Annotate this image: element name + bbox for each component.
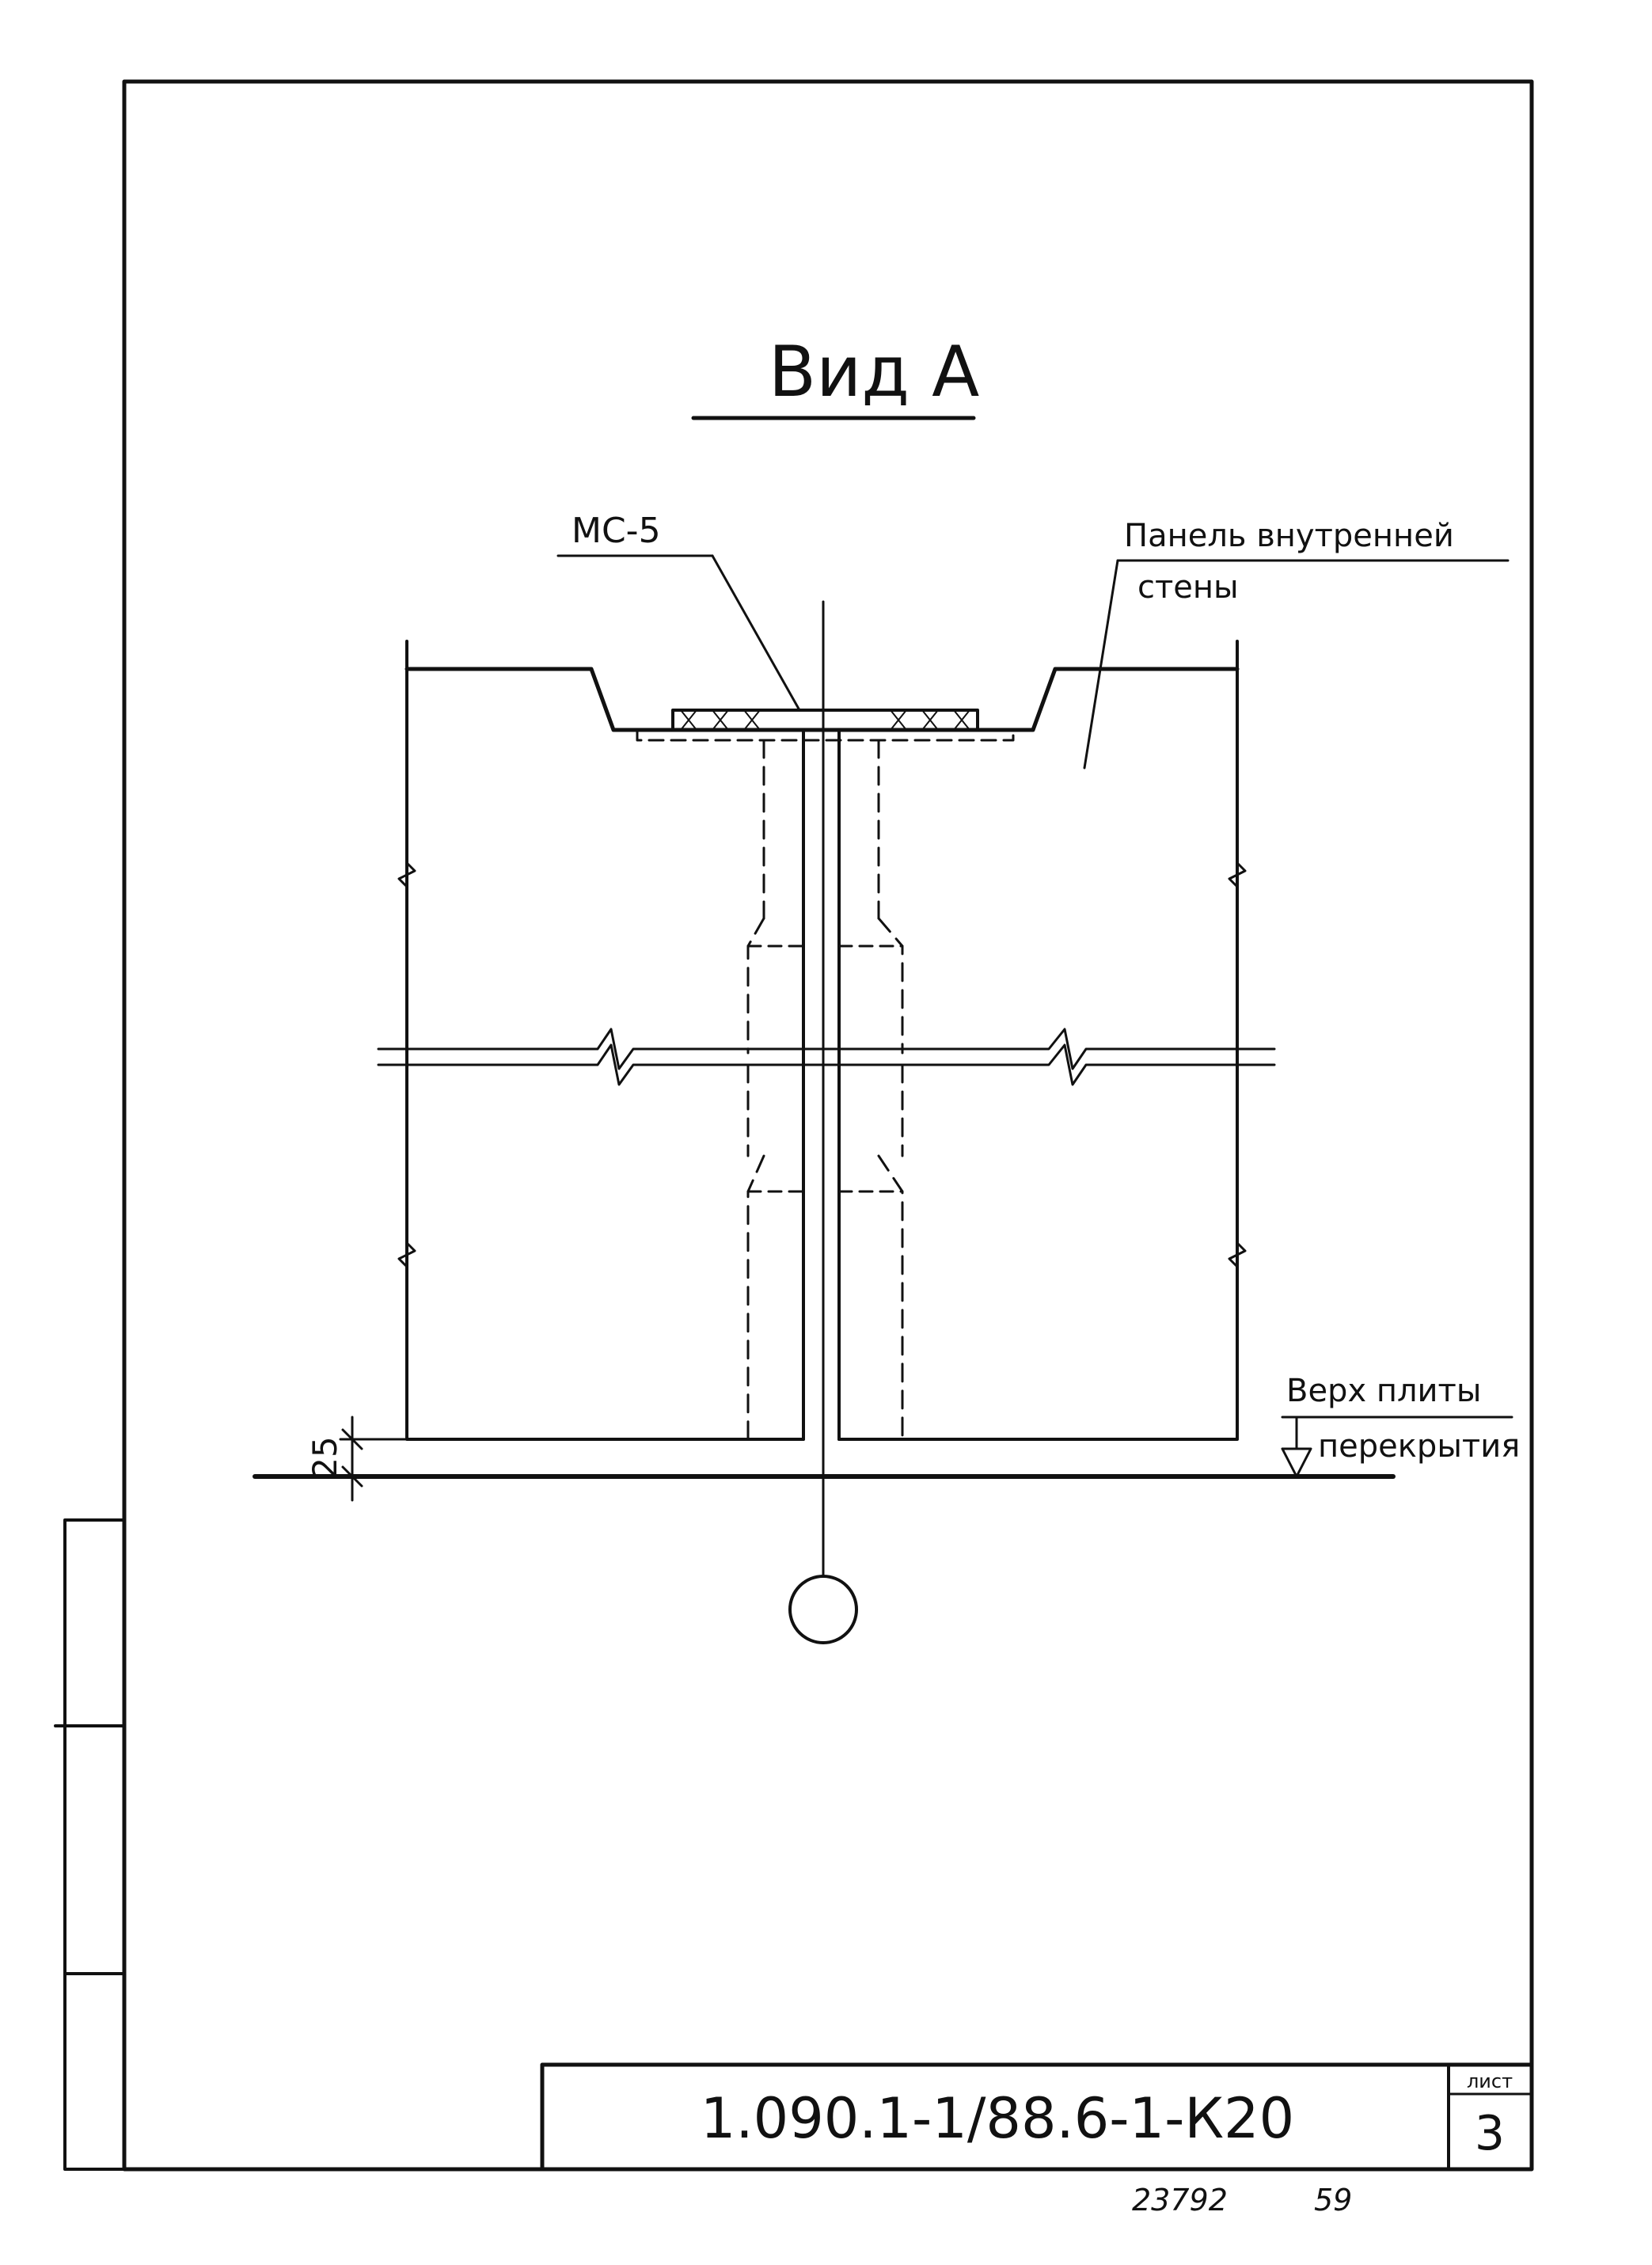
- panel-label-line1: Панель внутренней: [1124, 518, 1454, 554]
- page-number: 59: [1314, 2183, 1352, 2217]
- axis-line: [788, 600, 858, 1644]
- panel-label-line2: стены: [1137, 569, 1239, 606]
- document-code: 1.090.1-1/88.6-1-К20: [701, 2086, 1294, 2151]
- slab-label-line1: Верх плиты: [1286, 1373, 1481, 1409]
- footer: 23792 59: [1132, 2183, 1352, 2217]
- view-title-text: Вид А: [769, 331, 980, 412]
- left-margin-strip: [54, 1518, 126, 2171]
- dimension-25: 25: [306, 1416, 408, 1502]
- connector-plate: [636, 709, 1015, 742]
- sheet-number: 3: [1475, 2106, 1505, 2161]
- sheet-frame: [122, 79, 1534, 2172]
- inventory-number: 23792: [1132, 2183, 1228, 2217]
- axis-marker-circle: [788, 1575, 858, 1644]
- panel-callout: Панель внутренней стены: [1083, 518, 1510, 770]
- joint-column: [746, 728, 904, 1441]
- title-block: 1.090.1-1/88.6-1-К20 лист 3: [540, 2062, 1534, 2172]
- slab-label-line2: перекрытия: [1318, 1428, 1520, 1465]
- view-title: Вид А: [691, 331, 980, 420]
- part-mark-label: МС-5: [572, 511, 661, 551]
- sheet-label: лист: [1467, 2070, 1513, 2092]
- horizontal-break: [377, 1028, 1276, 1086]
- part-mark-callout: МС-5: [556, 511, 801, 712]
- slab-callout: Верх плиты перекрытия: [1281, 1373, 1520, 1478]
- dimension-value: 25: [306, 1436, 344, 1478]
